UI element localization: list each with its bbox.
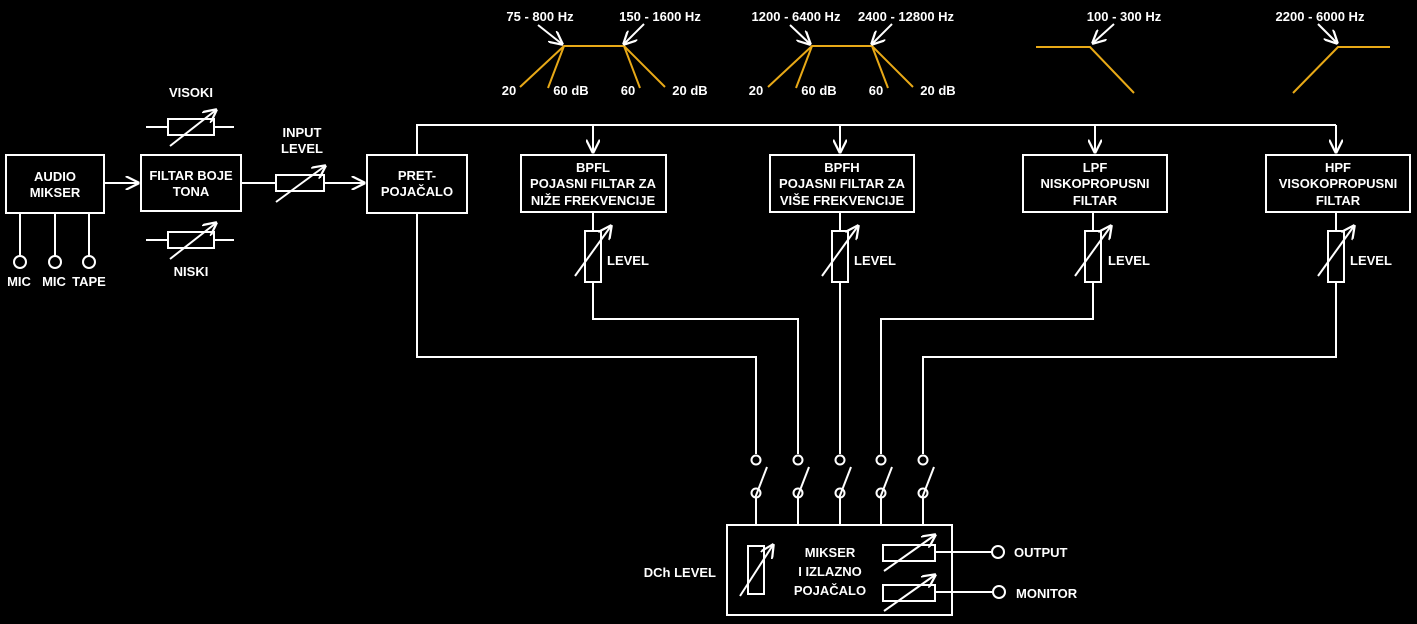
bpfl-db-1: 20 xyxy=(502,83,516,98)
input-mic-1: MIC xyxy=(7,274,31,289)
hpf-level-label: LEVEL xyxy=(1350,253,1392,268)
bpfl-line-3: NIŽE FREKVENCIJE xyxy=(531,193,656,208)
tone-filter-line-2: TONA xyxy=(173,184,210,199)
bpfl-db-2: 60 dB xyxy=(553,83,588,98)
input-jacks: MIC MIC TAPE xyxy=(7,213,106,289)
output-jack: OUTPUT xyxy=(935,545,1068,560)
response-bpfl: 75 - 800 Hz 150 - 1600 Hz 20 60 dB 60 20… xyxy=(502,9,708,98)
lpf-level-label: LEVEL xyxy=(1108,253,1150,268)
preamp-block: PRET- POJAČALO xyxy=(366,154,468,214)
mixer-output-line-1: MIKSER xyxy=(805,545,856,560)
input-mic-2: MIC xyxy=(42,274,66,289)
bpfh-level-pot: LEVEL xyxy=(821,212,896,283)
bpfh-low-range: 1200 - 6400 Hz xyxy=(752,9,841,24)
lpf-line-3: FILTAR xyxy=(1073,193,1118,208)
response-lpf: 100 - 300 Hz xyxy=(1036,9,1162,94)
lpf-range: 100 - 300 Hz xyxy=(1087,9,1162,24)
input-level-potentiometer: INPUT LEVEL xyxy=(275,125,325,203)
dch-level-label: DCh LEVEL xyxy=(644,565,716,580)
tone-filter-block: FILTAR BOJE TONA xyxy=(140,154,242,212)
bpfh-db-4: 20 dB xyxy=(920,83,955,98)
mixer-output-block: MIKSER I IZLAZNO POJAČALO xyxy=(726,524,953,616)
bass-label: NISKI xyxy=(174,264,209,279)
bpfl-db-3: 60 xyxy=(621,83,635,98)
monitor-label: MONITOR xyxy=(1016,586,1078,601)
mixer-output-line-2: I IZLAZNO xyxy=(798,564,862,579)
lpf-line-1: LPF xyxy=(1083,160,1108,175)
response-bpfh: 1200 - 6400 Hz 2400 - 12800 Hz 20 60 dB … xyxy=(749,9,956,98)
mixer-output-line-3: POJAČALO xyxy=(794,583,866,598)
input-level-line-2: LEVEL xyxy=(281,141,323,156)
hpf-block: HPF VISOKOPROPUSNI FILTAR xyxy=(1265,154,1411,213)
switch-4 xyxy=(875,454,893,525)
treble-label: VISOKI xyxy=(169,85,213,100)
switch-1 xyxy=(750,454,768,525)
bpfl-line-1: BPFL xyxy=(576,160,610,175)
bpfh-line-2: POJASNI FILTAR ZA xyxy=(779,176,906,191)
bpfh-line-1: BPFH xyxy=(824,160,859,175)
bpfh-db-3: 60 xyxy=(869,83,883,98)
audio-mixer-block: AUDIO MIKSER xyxy=(5,154,105,214)
preamp-line-1: PRET- xyxy=(398,168,436,183)
treble-potentiometer: VISOKI xyxy=(146,85,234,147)
bpfh-db-2: 60 dB xyxy=(801,83,836,98)
bpfl-level-label: LEVEL xyxy=(607,253,649,268)
bpfl-line-2: POJASNI FILTAR ZA xyxy=(530,176,657,191)
bpfh-level-label: LEVEL xyxy=(854,253,896,268)
response-hpf: 2200 - 6000 Hz xyxy=(1276,9,1390,94)
routing-wires xyxy=(416,213,1337,454)
bpfl-low-range: 75 - 800 Hz xyxy=(506,9,574,24)
bpfh-high-range: 2400 - 12800 Hz xyxy=(858,9,955,24)
lpf-block: LPF NISKOPROPUSNI FILTAR xyxy=(1022,154,1168,213)
preamp-line-2: POJAČALO xyxy=(381,184,453,199)
bpfl-high-range: 150 - 1600 Hz xyxy=(619,9,701,24)
switch-2 xyxy=(792,454,810,525)
audio-mixer-line-2: MIKSER xyxy=(30,185,81,200)
tone-filter-line-1: FILTAR BOJE xyxy=(149,168,233,183)
monitor-jack: MONITOR xyxy=(935,585,1078,601)
bpfl-block: BPFL POJASNI FILTAR ZA NIŽE FREKVENCIJE xyxy=(520,154,667,213)
bass-potentiometer: NISKI xyxy=(146,223,234,279)
output-label: OUTPUT xyxy=(1014,545,1068,560)
distribution-bus xyxy=(416,124,1336,155)
hpf-range: 2200 - 6000 Hz xyxy=(1276,9,1365,24)
switch-5 xyxy=(917,454,935,525)
bpfh-block: BPFH POJASNI FILTAR ZA VIŠE FREKVENCIJE xyxy=(769,154,915,213)
audio-mixer-line-1: AUDIO xyxy=(34,169,76,184)
input-tape: TAPE xyxy=(72,274,106,289)
bpfl-db-4: 20 dB xyxy=(672,83,707,98)
input-level-line-1: INPUT xyxy=(283,125,322,140)
bpfh-db-1: 20 xyxy=(749,83,763,98)
hpf-line-1: HPF xyxy=(1325,160,1351,175)
bpfl-level-pot: LEVEL xyxy=(574,212,649,283)
lpf-level-pot: LEVEL xyxy=(1074,212,1150,283)
hpf-line-3: FILTAR xyxy=(1316,193,1361,208)
lpf-line-2: NISKOPROPUSNI xyxy=(1040,176,1149,191)
hpf-level-pot: LEVEL xyxy=(1317,212,1392,283)
switch-3 xyxy=(834,454,852,525)
hpf-line-2: VISOKOPROPUSNI xyxy=(1279,176,1397,191)
bpfh-line-3: VIŠE FREKVENCIJE xyxy=(780,193,905,208)
